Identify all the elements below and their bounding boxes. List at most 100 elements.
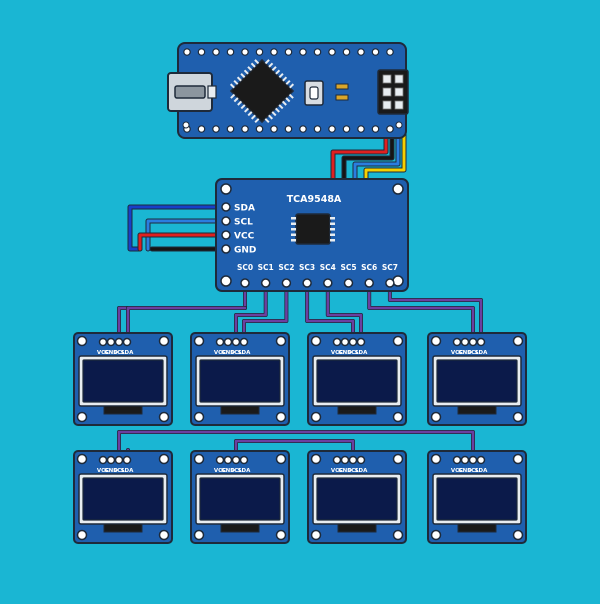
mux-label-sc2: SC2 [278,263,294,272]
oled-pin-hole [332,455,342,465]
header-pin-hole [299,48,307,56]
oled-flex-cable [220,405,260,415]
oled-label-sda: SDA [238,350,252,356]
oled-label-scl: SCL [467,350,479,356]
mcu-pin [285,79,291,85]
mux-pin-scl [221,216,231,226]
oled-label-gnd: GND [458,468,472,474]
mounting-hole [220,275,232,287]
oled-pin-hole [114,455,124,465]
mounting-hole [275,411,287,423]
mounting-hole [430,411,442,423]
oled-screen [436,359,518,403]
mounting-hole [392,335,404,347]
oled-label-gnd: GND [221,350,235,356]
mcu-pin [268,62,274,68]
header-pin-hole [313,125,322,133]
trace-sc1-a [234,285,267,344]
oled-pin-hole [348,337,358,347]
oled-screen [199,477,281,521]
mux-pin-sda [221,202,231,212]
header-pin-hole [226,48,235,56]
oled-pin-hole [98,455,108,465]
oled-pin-hole [114,337,124,347]
oled-pin-hole [239,455,249,465]
header-pin-hole [386,48,394,56]
oled-pin-hole [122,337,132,347]
oled-pin-hole [231,337,241,347]
oled-flex-cable [103,405,143,415]
oled-screen [316,477,398,521]
mcu-pin [281,100,287,106]
mounting-hole [310,529,322,541]
oled-label-sda: SDA [121,468,135,474]
header-pins-icon [377,69,409,115]
oled-pin-hole [122,455,132,465]
header-pin-hole [270,48,278,56]
oled-screen [316,359,398,403]
oled-flex-cable [103,523,143,533]
trace-sc7-a [388,285,483,344]
header-pin-hole [270,125,278,133]
oled-label-scl: SCL [113,468,125,474]
wire-scl [364,126,406,184]
mounting-hole [158,411,170,423]
mux-label-sda: SDA [234,204,255,214]
oled-flex-cable [457,405,497,415]
mcu-pin [271,66,277,72]
oled-pin-hole [215,455,225,465]
mounting-hole [310,411,322,423]
mcu-pin [268,114,274,120]
mux-label-vcc: VCC [234,232,255,242]
wire-gnd [342,126,394,184]
header-pin-hole [357,48,365,56]
header-pin-hole [371,48,380,56]
header-pin [382,74,392,84]
mux-pin-gnd [221,244,231,254]
mounting-hole [193,335,205,347]
mcu-pin [278,104,284,110]
mounting-hole [76,411,88,423]
header-pin-hole [197,125,206,133]
mux-chip-pin [330,222,335,225]
mounting-hole [512,411,524,423]
mcu-pin [240,73,246,78]
mcu-pin [288,93,294,99]
header-pin [394,87,404,97]
usb-port [174,85,206,99]
wire-sda-loop-outline [127,204,229,252]
mux-pin-sc1 [260,278,271,288]
mcu-pin [275,69,281,75]
oled-label-scl: SCL [347,350,359,356]
mux-pin-sc7 [385,278,395,288]
mux-label-sc3: SC3 [299,263,315,272]
mounting-hole [430,453,442,465]
oled-label-sda: SDA [355,350,369,356]
mux-label-sc1: SC1 [258,263,274,272]
header-pin-hole [255,125,264,133]
oled-pin-hole [332,337,342,347]
mux-chip-body [295,213,331,245]
mux-chip-pin [330,228,335,231]
mounting-hole [193,411,205,423]
wire-scl-loop [146,219,228,251]
header-pin-hole [342,48,351,56]
oled-label-vcc: VCC [331,350,343,356]
mounting-hole [275,335,287,347]
mux-label-sc0: SC0 [237,263,253,272]
smd-component [335,83,349,90]
mounting-hole [392,529,404,541]
header-pin-hole [226,125,235,133]
oled-pin-hole [239,337,249,347]
mcu-pin [240,104,246,110]
header-pin [394,100,404,110]
mounting-hole [395,121,403,129]
oled-label-sda: SDA [238,468,252,474]
oled-label-gnd: GND [338,350,352,356]
trace-sc3-a [305,285,355,344]
reset-button-icon [304,80,324,106]
